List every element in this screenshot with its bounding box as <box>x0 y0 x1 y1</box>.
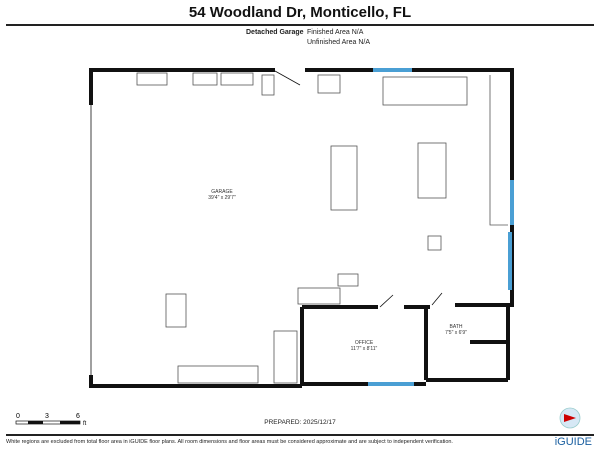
windows <box>368 68 514 386</box>
compass-icon <box>559 407 581 429</box>
scale-unit: ft <box>83 421 87 427</box>
scale-tick-6: 6 <box>76 413 80 420</box>
walls <box>89 68 514 388</box>
iguide-logo: iGUIDE <box>554 436 592 448</box>
building-name: Detached Garage <box>246 29 304 36</box>
unfinished-area: Unfinished Area N/A <box>307 39 371 46</box>
scale-tick-0: 0 <box>16 413 20 420</box>
room-dims-office: 11'7" x 8'11" <box>351 346 378 352</box>
room-dims-bath: 7'5" x 6'9" <box>445 330 467 336</box>
disclaimer: White regions are excluded from total fl… <box>6 439 453 445</box>
finished-area: Finished Area N/A <box>307 29 364 36</box>
scale-bar: 0 3 6 ft <box>15 413 87 427</box>
divider <box>6 24 594 26</box>
scale-tick-3: 3 <box>45 413 49 420</box>
page-title: 54 Woodland Dr, Monticello, FL <box>188 4 412 21</box>
room-name-bath: BATH <box>450 324 463 330</box>
footer-divider <box>6 434 594 436</box>
prepared-date: PREPARED: 2025/12/17 <box>264 419 336 426</box>
room-name-office: OFFICE <box>355 340 374 346</box>
room-name-garage: GARAGE <box>211 189 233 195</box>
room-dims-garage: 39'4" x 29'7" <box>208 195 236 201</box>
fixtures <box>90 70 508 384</box>
